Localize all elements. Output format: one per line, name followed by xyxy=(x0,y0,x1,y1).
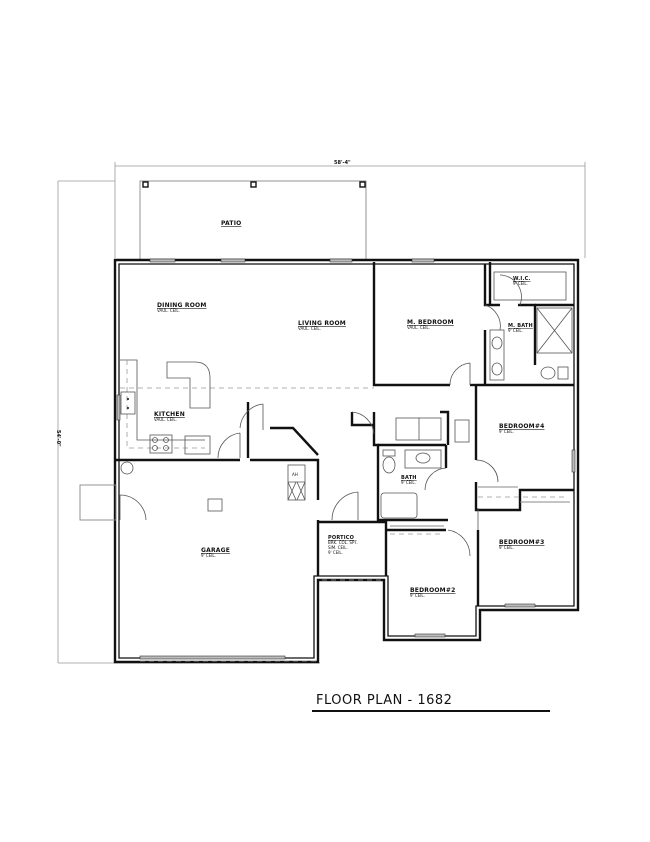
overall-width-dimension: 58'-4" xyxy=(114,160,586,258)
portico-note-2: SIM. CEIL. xyxy=(328,545,348,550)
closets xyxy=(390,486,570,535)
wic-door xyxy=(499,274,522,306)
living-room-label: LIVING ROOM xyxy=(298,320,346,327)
master-bedroom-ceiling: VAUL. CEIL. xyxy=(407,325,430,330)
depth-dimension-label: 54'-0" xyxy=(55,430,61,447)
master-vanity xyxy=(489,329,505,381)
master-bedroom-door xyxy=(449,362,471,386)
width-dimension-label: 58'-4" xyxy=(334,160,351,166)
bedroom2-label: BEDROOM#2 xyxy=(410,587,455,594)
bath-door xyxy=(424,467,447,491)
room-labels: DINING ROOM VAUL. CEIL. LIVING ROOM VAUL… xyxy=(154,276,544,598)
bath-label: BATH xyxy=(401,475,417,481)
doors xyxy=(119,274,522,557)
garage-door xyxy=(139,655,286,660)
bathtub xyxy=(380,492,418,519)
bedroom4-label: BEDROOM#4 xyxy=(499,423,544,430)
plan-title: FLOOR PLAN - 1682 xyxy=(316,693,453,708)
hall-toilet xyxy=(382,456,396,474)
hall-closet-door xyxy=(351,411,375,435)
cooktop xyxy=(149,434,173,454)
portico-label: PORTICO xyxy=(328,535,354,541)
pantry-door xyxy=(239,403,264,430)
patio-post xyxy=(359,181,366,188)
living-room-ceiling: VAUL. CEIL. xyxy=(298,326,321,331)
bedroom3-label: BEDROOM#3 xyxy=(499,539,544,546)
kitchen-label: KITCHEN xyxy=(154,411,185,418)
master-bath-ceiling: 9' CEIL. xyxy=(508,328,523,333)
patio: PATIO xyxy=(139,180,367,261)
interior-walls xyxy=(115,262,574,606)
garage-ceiling: 9' CEIL. xyxy=(201,553,216,558)
attic-stair xyxy=(207,498,223,512)
master-toilet xyxy=(540,366,556,380)
portico-note-3: 9' CEIL. xyxy=(328,550,343,555)
garage-side-door xyxy=(119,494,147,521)
overall-depth-dimension: 54'-0" xyxy=(55,180,320,664)
patio-post xyxy=(142,181,149,188)
windows xyxy=(116,258,576,638)
wic-shelving xyxy=(493,271,567,301)
front-door xyxy=(331,491,359,521)
bedroom2-door xyxy=(447,529,471,557)
refrigerator xyxy=(184,435,211,455)
hall-vanity xyxy=(404,449,442,469)
garage-items: AH xyxy=(79,461,306,660)
laundry-machines xyxy=(395,417,442,441)
bedroom2-ceiling: 9' CEIL. xyxy=(410,593,425,598)
bedroom3-ceiling: 9' CEIL. xyxy=(499,545,514,550)
garage-entry-door xyxy=(217,432,241,459)
bedroom4-door xyxy=(475,459,499,483)
title-underline xyxy=(312,710,550,712)
garage-label: GARAGE xyxy=(201,547,230,554)
portico-note-1: BRK. COL. SPT. xyxy=(328,540,358,545)
master-bath-label: M. BATH xyxy=(508,323,533,329)
master-shower xyxy=(536,307,573,354)
dining-room-label: DINING ROOM xyxy=(157,302,207,309)
master-bath-door xyxy=(484,304,501,331)
wic-label: W.I.C. xyxy=(513,276,531,282)
attic-access xyxy=(454,419,470,443)
kitchen-fixtures xyxy=(120,359,211,455)
kitchen-island xyxy=(166,361,211,409)
bedroom4-ceiling: 9' CEIL. xyxy=(499,429,514,434)
air-handler-label: AH xyxy=(292,472,298,477)
kitchen-ceiling: VAUL. CEIL. xyxy=(154,417,177,422)
water-heater xyxy=(120,461,134,475)
garage-side-landing xyxy=(79,484,117,521)
bath-ceiling: 9' CEIL. xyxy=(401,480,416,485)
wic-ceiling: 9' CEIL. xyxy=(513,281,528,286)
dining-room-ceiling: VAUL. CEIL. xyxy=(157,308,180,313)
patio-post xyxy=(250,181,257,188)
master-bedroom-label: M. BEDROOM xyxy=(407,319,454,326)
bath-fixtures xyxy=(380,271,573,519)
patio-label: PATIO xyxy=(221,220,241,227)
kitchen-sink xyxy=(120,391,136,415)
